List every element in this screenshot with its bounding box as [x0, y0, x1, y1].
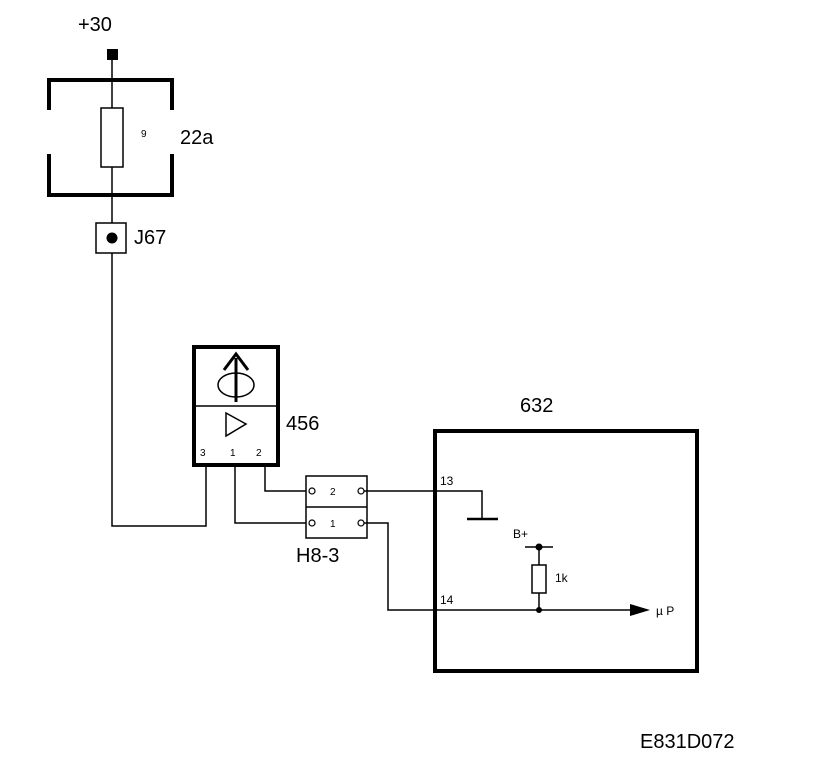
output-node	[536, 607, 542, 613]
wire-junction-to-sensor-pin3	[111, 253, 207, 527]
wire-sensor-pin1-to-connector	[234, 466, 309, 524]
supply-label: +30	[78, 14, 112, 36]
sensor-label: 456	[286, 413, 319, 435]
supply-terminal	[107, 49, 118, 60]
resistor-1k	[531, 564, 547, 594]
connector-h8-3: 2 1 H8-3	[296, 475, 368, 567]
wire-connector-to-pin13	[364, 490, 483, 518]
supply-b-plus: B+	[513, 527, 528, 541]
output-label: µ P	[656, 604, 674, 618]
fuse-number: 9	[141, 129, 147, 140]
sensor-pin-1: 1	[230, 448, 236, 459]
resistor-label: 1k	[555, 571, 569, 585]
module-632: 632 13 14 B+ 1k µ P	[433, 395, 699, 673]
fuse-box: 9 22a	[47, 78, 214, 197]
drawing-code: E831D072	[640, 731, 735, 753]
sensor-pin-3: 3	[200, 448, 206, 459]
module-pin-13: 13	[440, 474, 454, 488]
module-pin-14: 14	[440, 593, 454, 607]
wire-connector-to-pin14	[364, 522, 632, 611]
amplifier-icon	[225, 411, 248, 438]
junction-j67: J67	[95, 222, 166, 254]
sensor-456: 3 1 2 456	[192, 345, 319, 467]
connector-pin-2: 2	[330, 487, 336, 498]
module-label: 632	[520, 395, 553, 417]
arrow-right-icon	[630, 604, 650, 616]
connector-pin-1: 1	[330, 519, 336, 530]
sensor-pin-2: 2	[256, 448, 262, 459]
connector-label: H8-3	[296, 545, 339, 567]
junction-label: J67	[134, 227, 166, 249]
fuse-element	[100, 107, 124, 168]
junction-dot	[106, 232, 118, 244]
wire-sensor-pin2-to-connector	[264, 466, 309, 492]
fuse-box-label: 22a	[180, 127, 214, 149]
